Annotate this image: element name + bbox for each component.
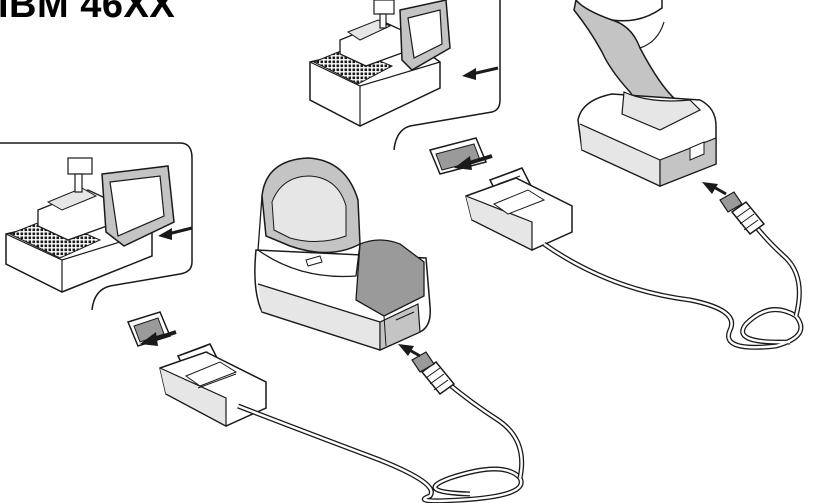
left-cable — [238, 380, 522, 501]
right-cable — [544, 224, 801, 347]
right-plug-arrow-icon — [702, 182, 726, 194]
left-usb-connector-icon — [160, 344, 266, 426]
top-pos-terminal-icon — [310, 0, 450, 126]
left-pos-terminal-icon — [6, 158, 174, 292]
right-usb-port-icon — [430, 138, 486, 174]
right-usb-connector-icon — [466, 168, 572, 250]
left-pos-arrow-icon — [158, 228, 192, 240]
left-cable-plug-icon — [412, 352, 454, 394]
barcode-scanner-icon — [574, 0, 716, 186]
left-plug-arrow-icon — [398, 344, 420, 356]
right-cable-plug-icon — [720, 192, 764, 234]
scanner-cradle-icon — [255, 158, 430, 350]
top-pos-arrow-icon — [462, 68, 498, 80]
